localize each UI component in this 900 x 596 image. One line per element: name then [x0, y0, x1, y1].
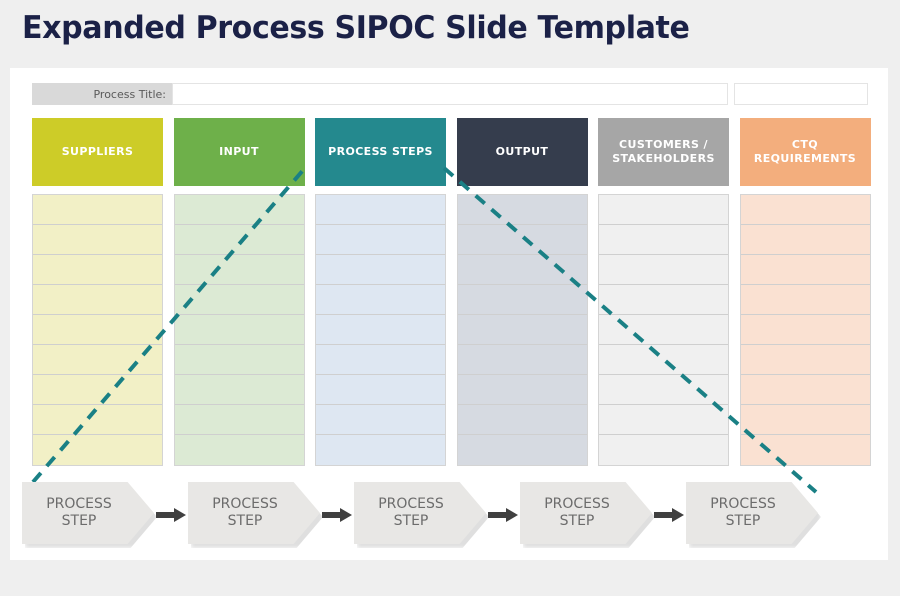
column-output: OUTPUT [456, 118, 588, 466]
process-step-1[interactable]: PROCESS STEP [22, 482, 154, 544]
step-arrow-icon-1 [156, 508, 186, 522]
cell-suppliers-5[interactable] [33, 315, 162, 345]
step-arrow-icon-3 [488, 508, 518, 522]
column-header-customers-stakeholders[interactable]: CUSTOMERS / STAKEHOLDERS [598, 118, 729, 186]
cell-ctq-requirements-1[interactable] [740, 195, 870, 225]
page-title: Expanded Process SIPOC Slide Template [22, 10, 690, 46]
process-step-label: PROCESS STEP [212, 495, 278, 530]
cell-ctq-requirements-8[interactable] [740, 405, 870, 435]
column-suppliers: SUPPLIERS [32, 118, 163, 466]
cell-customers-stakeholders-8[interactable] [599, 405, 728, 435]
cell-process-steps-2[interactable] [316, 225, 445, 255]
cell-output-7[interactable] [457, 375, 587, 405]
column-ctq-requirements: CTQ REQUIREMENTS [739, 118, 871, 466]
step-arrow-icon-2 [322, 508, 352, 522]
cell-suppliers-6[interactable] [33, 345, 162, 375]
cell-customers-stakeholders-3[interactable] [599, 255, 728, 285]
cell-process-steps-1[interactable] [316, 195, 445, 225]
cell-output-4[interactable] [457, 285, 587, 315]
cell-output-5[interactable] [457, 315, 587, 345]
cell-customers-stakeholders-1[interactable] [599, 195, 728, 225]
cell-ctq-requirements-7[interactable] [740, 375, 870, 405]
cell-customers-stakeholders-4[interactable] [599, 285, 728, 315]
process-step-2[interactable]: PROCESS STEP [188, 482, 320, 544]
step-arrow-icon-4 [654, 508, 684, 522]
column-input: INPUT [173, 118, 305, 466]
cell-process-steps-5[interactable] [316, 315, 445, 345]
process-step-label: PROCESS STEP [46, 495, 112, 530]
process-title-label-cell: Process Title: [32, 83, 172, 105]
cell-ctq-requirements-9[interactable] [741, 435, 870, 465]
column-body-input [173, 194, 305, 466]
cell-output-3[interactable] [457, 255, 587, 285]
cell-customers-stakeholders-9[interactable] [599, 435, 728, 465]
column-body-process-steps [315, 194, 446, 466]
cell-process-steps-6[interactable] [316, 345, 445, 375]
cell-ctq-requirements-6[interactable] [740, 345, 870, 375]
process-title-label: Process Title: [93, 87, 166, 101]
cell-customers-stakeholders-5[interactable] [599, 315, 728, 345]
cell-ctq-requirements-3[interactable] [740, 255, 870, 285]
column-body-suppliers [32, 194, 163, 466]
process-title-row: Process Title: [32, 83, 868, 105]
cell-process-steps-8[interactable] [316, 405, 445, 435]
cell-input-4[interactable] [174, 285, 304, 315]
cell-input-3[interactable] [174, 255, 304, 285]
cell-output-8[interactable] [457, 405, 587, 435]
cell-suppliers-3[interactable] [33, 255, 162, 285]
process-title-extra-cell[interactable] [734, 83, 868, 105]
process-title-input[interactable] [172, 83, 728, 105]
cell-suppliers-1[interactable] [33, 195, 162, 225]
column-customers-stakeholders: CUSTOMERS / STAKEHOLDERS [598, 118, 729, 466]
process-step-label: PROCESS STEP [710, 495, 776, 530]
cell-process-steps-7[interactable] [316, 375, 445, 405]
process-step-5[interactable]: PROCESS STEP [686, 482, 818, 544]
cell-output-6[interactable] [457, 345, 587, 375]
cell-ctq-requirements-5[interactable] [740, 315, 870, 345]
column-body-customers-stakeholders [598, 194, 729, 466]
cell-output-9[interactable] [458, 435, 587, 465]
column-header-suppliers[interactable]: SUPPLIERS [32, 118, 163, 186]
cell-customers-stakeholders-6[interactable] [599, 345, 728, 375]
cell-ctq-requirements-4[interactable] [740, 285, 870, 315]
column-process-steps: PROCESS STEPS [315, 118, 446, 466]
process-step-3[interactable]: PROCESS STEP [354, 482, 486, 544]
cell-suppliers-7[interactable] [33, 375, 162, 405]
cell-input-5[interactable] [174, 315, 304, 345]
cell-input-8[interactable] [174, 405, 304, 435]
column-header-process-steps[interactable]: PROCESS STEPS [315, 118, 446, 186]
cell-input-9[interactable] [175, 435, 304, 465]
cell-input-6[interactable] [174, 345, 304, 375]
cell-output-1[interactable] [457, 195, 587, 225]
cell-output-2[interactable] [457, 225, 587, 255]
process-step-label: PROCESS STEP [378, 495, 444, 530]
cell-process-steps-4[interactable] [316, 285, 445, 315]
cell-process-steps-9[interactable] [316, 435, 445, 465]
cell-customers-stakeholders-7[interactable] [599, 375, 728, 405]
column-header-input[interactable]: INPUT [173, 118, 305, 186]
cell-ctq-requirements-2[interactable] [740, 225, 870, 255]
column-header-output[interactable]: OUTPUT [456, 118, 588, 186]
cell-customers-stakeholders-2[interactable] [599, 225, 728, 255]
cell-process-steps-3[interactable] [316, 255, 445, 285]
process-steps-row: PROCESS STEP PROCESS STEP PROCESS STEP PROC… [22, 478, 878, 550]
process-step-4[interactable]: PROCESS STEP [520, 482, 652, 544]
column-body-output [456, 194, 588, 466]
cell-suppliers-4[interactable] [33, 285, 162, 315]
column-body-ctq-requirements [739, 194, 871, 466]
cell-suppliers-9[interactable] [33, 435, 162, 465]
cell-suppliers-2[interactable] [33, 225, 162, 255]
cell-input-7[interactable] [174, 375, 304, 405]
cell-input-2[interactable] [174, 225, 304, 255]
column-header-ctq-requirements[interactable]: CTQ REQUIREMENTS [739, 118, 871, 186]
cell-input-1[interactable] [174, 195, 304, 225]
process-step-label: PROCESS STEP [544, 495, 610, 530]
cell-suppliers-8[interactable] [33, 405, 162, 435]
